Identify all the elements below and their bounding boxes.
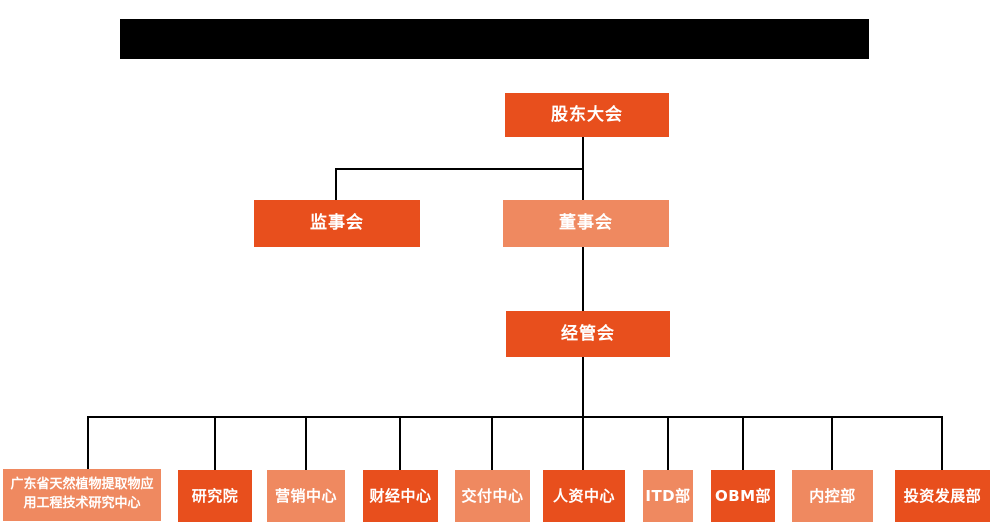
node-label: OBM部 [714,486,772,505]
node-internal-control-dept: 内控部 [792,470,873,522]
node-delivery-center: 交付中心 [455,470,530,522]
connector-line [941,416,943,470]
node-finance-center: 财经中心 [363,470,438,522]
node-management-committee: 经管会 [506,311,670,357]
redacted-title-bar [120,19,869,59]
node-research-institute: 研究院 [178,470,252,522]
node-label: 交付中心 [461,486,524,505]
connector-line [87,416,89,470]
node-label: 人资中心 [552,486,615,505]
connector-line [742,416,744,470]
node-label: 监事会 [310,213,364,234]
node-label: 营销中心 [274,486,337,505]
connector-line [582,357,584,470]
node-research-center: 广东省天然植物提取物应用工程技术研究中心 [3,469,161,521]
connector-line [335,168,584,170]
connector-line [214,416,216,470]
node-itd-dept: ITD部 [643,470,693,522]
connector-line [831,416,833,470]
connector-line [491,416,493,470]
connector-line [582,247,584,311]
node-supervisory-board: 监事会 [254,200,420,247]
node-label: 经管会 [561,323,615,344]
node-label: 投资发展部 [903,486,982,505]
connector-line [305,416,307,470]
node-obm-dept: OBM部 [711,470,775,522]
node-shareholders-meeting: 股东大会 [505,93,669,137]
node-investment-development-dept: 投资发展部 [895,470,990,522]
connector-line [87,416,943,418]
node-label: 研究院 [191,486,239,505]
node-label: 董事会 [559,213,613,234]
node-label: 股东大会 [551,104,623,125]
connector-line [667,416,669,470]
node-marketing-center: 营销中心 [267,470,345,522]
connector-line [335,168,337,200]
node-label: 财经中心 [369,486,432,505]
node-label: 内控部 [809,486,856,505]
node-board-of-directors: 董事会 [503,200,669,247]
node-label: 广东省天然植物提取物应用工程技术研究中心 [10,477,154,511]
connector-line [399,416,401,470]
node-label: ITD部 [645,486,691,505]
node-hr-center: 人资中心 [543,470,625,522]
